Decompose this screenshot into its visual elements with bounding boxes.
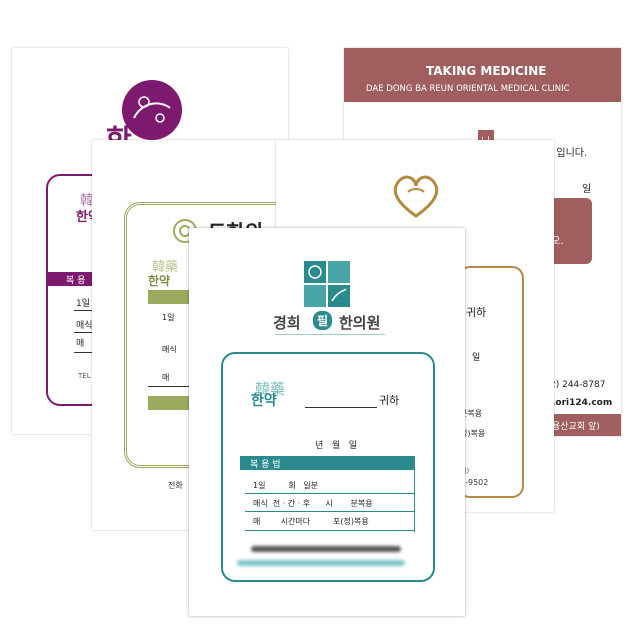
brand-hanja: 韓藥	[255, 380, 286, 398]
row-2: 매식	[76, 321, 93, 331]
clinic-mark: 필	[313, 311, 333, 330]
row-3: 매	[76, 339, 85, 349]
gold-frame: 귀하 일 분복용 정)복용 리) 3-9502	[458, 266, 524, 498]
row-3: 매	[162, 373, 170, 382]
logo-underline	[275, 334, 385, 335]
name-line	[305, 407, 377, 408]
day-label: 일	[472, 353, 481, 363]
section-label: 복 용	[66, 276, 86, 286]
web-text: .ori124.com	[552, 398, 613, 408]
header-subtitle: DAE DONG BA REUN ORIENTAL MEDICAL CLINIC	[366, 84, 570, 94]
address-text: 용산교회 앞)	[552, 422, 600, 432]
gwiha-label: 귀하	[379, 394, 400, 407]
tel-text: 3-9502	[460, 478, 489, 487]
heart-logo-icon	[393, 175, 439, 218]
brand-label: 한약	[148, 274, 171, 288]
phone-text: 2) 244-8787	[550, 380, 606, 390]
flower-circle-logo-icon	[122, 80, 182, 140]
header-bar: TAKING MEDICINE DAE DONG BA REUN ORIENTA…	[344, 48, 621, 102]
row-2: 매식 전 · 간 · 후 시 분복용	[253, 499, 373, 508]
row-1: 1일	[162, 313, 175, 322]
dose-2: 정)복용	[460, 429, 486, 438]
section-label: 복 용 법	[250, 460, 281, 470]
day-label: 일	[582, 184, 592, 195]
blurred-address	[251, 546, 401, 552]
brand-hanja: 韓藥	[152, 260, 179, 275]
row-1: 1일	[76, 299, 91, 309]
footer-tel: TEL	[78, 372, 91, 380]
row-1: 1일 회 일분	[253, 481, 319, 490]
row-line	[245, 511, 414, 512]
table-border	[414, 456, 415, 532]
row-3: 매 시간마다 포(정)복용	[253, 517, 369, 526]
row-line	[245, 493, 414, 494]
teal-prescription-sheet: 경희 필 한의원 韓藥 한약 귀하 년 월 일 복 용 법 1일 회 일분 매식…	[189, 228, 465, 616]
clinic-suffix: 한의원	[339, 314, 381, 332]
teal-frame	[221, 352, 435, 582]
date-line: 년 월 일	[315, 441, 358, 451]
footer-text: 전화	[168, 481, 183, 490]
blurred-phone	[237, 560, 405, 566]
brand-label: 한약	[251, 393, 277, 409]
row-2: 매식	[162, 345, 177, 354]
clinic-name: 경희	[273, 314, 301, 332]
gwiha-label: 귀하	[466, 306, 487, 319]
row-line	[245, 530, 414, 531]
section-bar: 복 용 법	[240, 456, 414, 470]
clinic-logo-icon	[304, 261, 350, 307]
dose-1: 분복용	[460, 409, 483, 418]
note-text: 방 입니다.	[544, 148, 588, 159]
header-title: TAKING MEDICINE	[426, 64, 547, 78]
